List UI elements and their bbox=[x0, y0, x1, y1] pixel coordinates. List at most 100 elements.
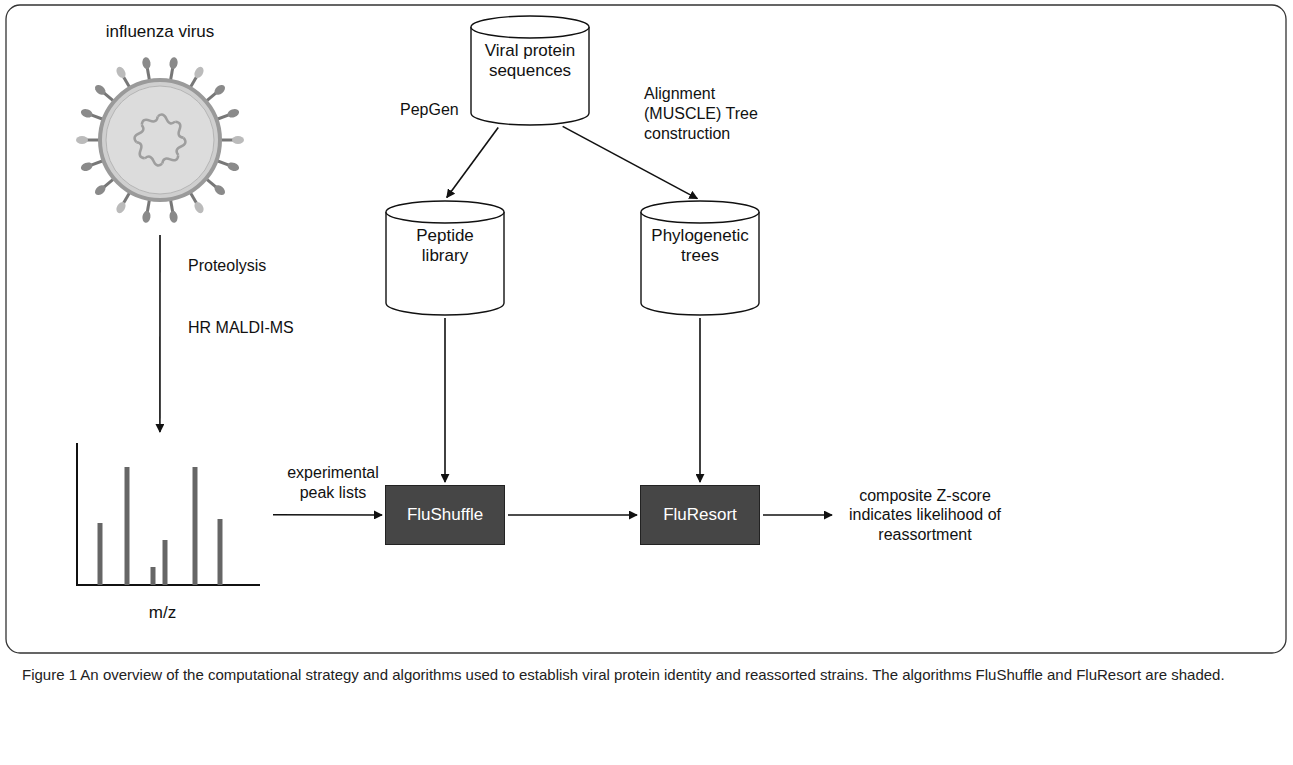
virus-shape bbox=[70, 22, 250, 232]
cylinder-body bbox=[641, 212, 759, 315]
spike-stalk bbox=[103, 179, 114, 188]
text-holder: FluResort bbox=[640, 485, 760, 545]
node-label: influenza virus bbox=[70, 22, 250, 42]
viral-envelope bbox=[100, 80, 220, 200]
edge-label: Alignment (MUSCLE) Tree construction bbox=[642, 84, 796, 144]
flow-arrow bbox=[444, 318, 446, 482]
spike-stalk bbox=[86, 139, 100, 142]
text-holder: Phylogenetic trees bbox=[640, 200, 760, 275]
spike-stalk bbox=[147, 67, 149, 81]
spike-head bbox=[193, 65, 206, 79]
spike-head bbox=[169, 57, 179, 70]
spectrum-peak bbox=[193, 467, 198, 585]
text-holder: composite Z-score indicates likelihood o… bbox=[835, 470, 1015, 560]
spike-head bbox=[141, 57, 151, 70]
rna-segment bbox=[175, 137, 186, 156]
shaded-box bbox=[386, 486, 505, 545]
text-holder: m/z bbox=[55, 603, 270, 623]
spike-head bbox=[115, 200, 128, 214]
flow-arrow bbox=[699, 318, 701, 482]
spike-head bbox=[93, 183, 107, 197]
spike-stalk bbox=[216, 115, 229, 120]
spike-head bbox=[213, 183, 227, 197]
rna-segment bbox=[133, 124, 144, 143]
node-label: Viral protein sequences bbox=[478, 41, 582, 82]
edge-label: Proteolysis bbox=[186, 256, 300, 276]
text-holder: influenza virus bbox=[70, 22, 250, 42]
text-holder: Peptide library bbox=[385, 200, 505, 275]
spectrum-plot: m/z bbox=[55, 435, 270, 625]
cylinder-body bbox=[386, 212, 504, 315]
spike-head bbox=[93, 83, 107, 97]
rna-segment bbox=[161, 153, 180, 167]
result-text: composite Z-score indicates likelihood o… bbox=[839, 486, 1011, 544]
spike-head bbox=[232, 136, 244, 144]
cylinder-top bbox=[471, 16, 589, 38]
spike-head bbox=[76, 136, 88, 144]
spectrum-peak bbox=[151, 567, 156, 585]
algorithm-box: FluShuffle bbox=[385, 485, 505, 545]
panel-border bbox=[6, 5, 1286, 653]
spectrum-peak bbox=[125, 467, 130, 585]
spike-head bbox=[141, 210, 151, 223]
rna-segment bbox=[134, 141, 148, 160]
cylinder-top bbox=[386, 201, 504, 223]
spike-stalk bbox=[206, 92, 217, 101]
spike-stalk bbox=[170, 199, 172, 213]
spike-head bbox=[193, 200, 206, 214]
spike-stalk bbox=[123, 76, 130, 88]
spike-stalk bbox=[103, 92, 114, 101]
spike-stalk bbox=[220, 139, 234, 142]
spike-head bbox=[213, 83, 227, 97]
rna-segment bbox=[157, 113, 176, 124]
matrix-layer bbox=[106, 86, 214, 194]
spike-stalk bbox=[90, 115, 103, 120]
spec-shape bbox=[55, 435, 270, 625]
spectrum-peak bbox=[98, 523, 103, 585]
result-text: composite Z-score indicates likelihood o… bbox=[835, 470, 1015, 560]
algorithm-name: FluResort bbox=[646, 505, 754, 525]
spike-stalk bbox=[147, 199, 149, 213]
spectrum-axes bbox=[77, 443, 260, 585]
spike-stalk bbox=[123, 192, 130, 204]
spike-head bbox=[80, 161, 94, 173]
figure-caption: Figure 1 An overview of the computationa… bbox=[22, 664, 1267, 686]
algorithm-box: FluResort bbox=[640, 485, 760, 545]
node-label: Peptide library bbox=[393, 226, 497, 267]
spike-stalk bbox=[190, 192, 197, 204]
virus-drawing bbox=[76, 57, 244, 224]
spike-stalk bbox=[206, 179, 217, 188]
flow-arrow bbox=[508, 514, 637, 516]
database-cylinder: Peptide library bbox=[385, 200, 505, 315]
spike-stalk bbox=[190, 76, 197, 88]
spike-stalk bbox=[90, 161, 103, 166]
spike-head bbox=[226, 108, 240, 120]
text-holder: FluShuffle bbox=[385, 485, 505, 545]
rna-segment bbox=[173, 120, 187, 139]
rna-segment bbox=[144, 155, 163, 166]
cylinder-top bbox=[641, 201, 759, 223]
rna-segment bbox=[140, 114, 159, 128]
spectrum-peak bbox=[218, 519, 223, 585]
flow-arrow bbox=[447, 127, 498, 197]
step-label: HR MALDI-MS bbox=[186, 318, 310, 338]
spike-head bbox=[115, 65, 128, 79]
text-holder: Viral protein sequences bbox=[470, 15, 590, 90]
edge-label: PepGen bbox=[398, 100, 468, 120]
node-label: m/z bbox=[55, 603, 270, 623]
flow-arrow bbox=[159, 235, 161, 432]
database-cylinder: Viral protein sequences bbox=[470, 15, 590, 125]
spectrum-peak bbox=[163, 540, 168, 585]
spike-head bbox=[169, 210, 179, 223]
spike-stalk bbox=[216, 161, 229, 166]
spike-stalk bbox=[170, 67, 172, 81]
virus-illustration: influenza virus bbox=[70, 22, 250, 232]
node-label: Phylogenetic trees bbox=[648, 226, 752, 267]
edge-label: experimental peak lists bbox=[283, 463, 383, 503]
spike-head bbox=[80, 108, 94, 120]
spike-head bbox=[226, 161, 240, 173]
algorithm-name: FluShuffle bbox=[391, 505, 499, 525]
database-cylinder: Phylogenetic trees bbox=[640, 200, 760, 315]
cylinder-body bbox=[471, 27, 589, 125]
shaded-box bbox=[641, 486, 760, 545]
